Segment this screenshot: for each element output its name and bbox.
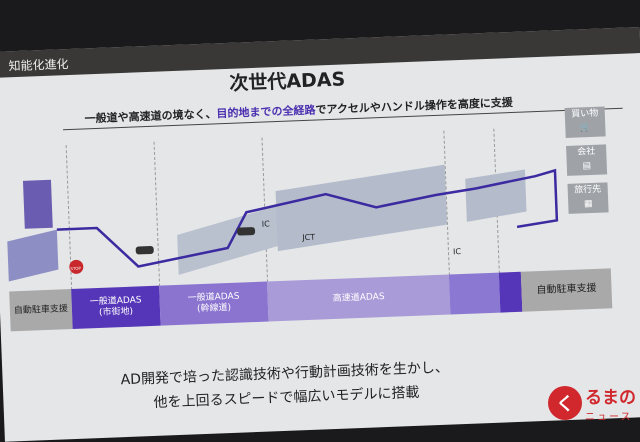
segment-label: 自動駐車支援 <box>13 303 69 316</box>
traffic-light-icon <box>237 227 256 236</box>
slide-subtitle: 一般道や高速道の境なく、目的地までの全経路でアクセルやハンドル操作を高度に支援 <box>84 94 513 126</box>
watermark-logo: く るまのニュース <box>548 383 636 423</box>
segment-urban-end <box>498 271 523 313</box>
destination-label: 会社 <box>577 146 596 158</box>
subtitle-pre: 一般道や高速道の境なく、 <box>84 107 217 126</box>
logo-mark: く <box>548 386 582 420</box>
highway-surface <box>465 169 527 222</box>
segment-label: 一般道ADAS <box>187 291 240 304</box>
stop-sign-icon <box>69 259 84 274</box>
segment-label: 高速道ADAS <box>332 291 385 304</box>
segment-sublabel: (市街地) <box>98 306 134 319</box>
destination-shopping: 買い物🛒 <box>564 106 606 138</box>
segment-label: 自動駐車支援 <box>536 282 597 297</box>
ic-label: IC <box>453 247 462 256</box>
stop-label: STOP <box>70 266 81 271</box>
segment-parking-end: 自動駐車支援 <box>520 268 613 312</box>
traffic-light-icon <box>135 245 154 255</box>
ic-label: IC <box>262 219 271 228</box>
segment-exit <box>448 272 501 315</box>
destination-travel: 旅行先▦ <box>567 182 609 214</box>
building-icon <box>22 179 53 229</box>
presentation-slide: 知能化進化 次世代ADAS 一般道や高速道の境なく、目的地までの全経路でアクセル… <box>0 27 640 442</box>
segment-parking-start: 自動駐車支援 <box>9 289 73 332</box>
route-diagram: STOP IC JCT IC <box>7 164 559 282</box>
destination-office: 会社▤ <box>566 144 608 176</box>
segment-label: 一般道ADAS <box>89 295 142 308</box>
slide-title: 次世代ADAS <box>228 68 346 95</box>
subtitle-highlight: 目的地までの全経路 <box>216 103 316 121</box>
segment-urban: 一般道ADAS(市街地) <box>71 285 161 330</box>
jct-label: JCT <box>301 233 315 243</box>
parking-area <box>7 229 59 282</box>
destination-label: 旅行先 <box>574 184 602 196</box>
logo-subtext: ニュース <box>585 412 633 423</box>
segment-sublabel: (幹線道) <box>196 302 232 315</box>
route-line <box>56 168 559 268</box>
section-label: 知能化進化 <box>8 56 69 74</box>
segment-highway: 高速道ADAS <box>267 274 451 322</box>
logo-text: るまの <box>585 388 636 408</box>
segment-arterial: 一般道ADAS(幹線道) <box>159 281 269 326</box>
destination-label: 買い物 <box>571 108 599 120</box>
road-surface <box>177 200 298 275</box>
highway-surface <box>275 164 447 252</box>
